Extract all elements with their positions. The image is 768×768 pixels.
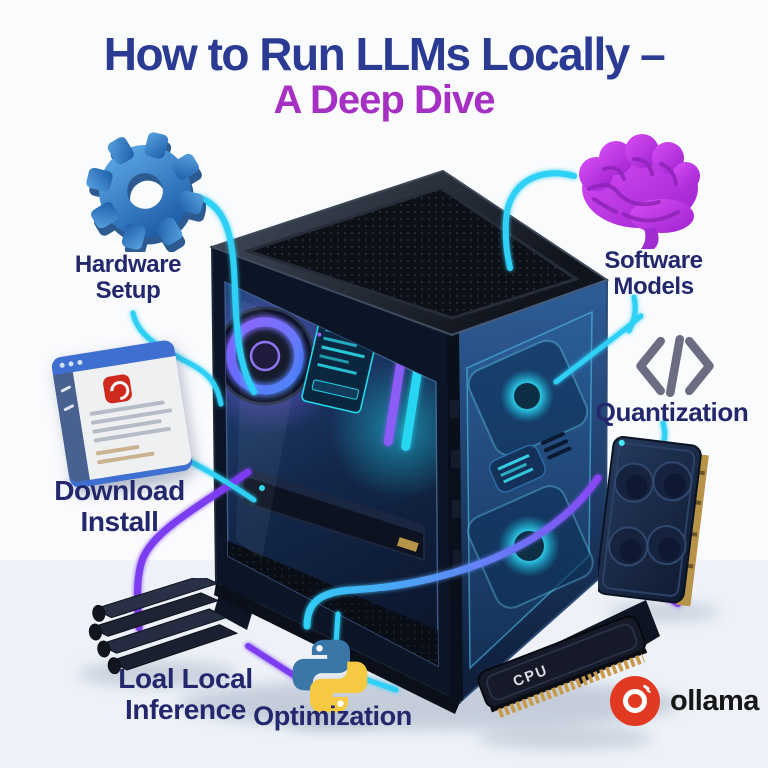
label-line: Optimization <box>253 701 412 731</box>
title-line-2: A Deep Dive <box>273 78 496 123</box>
ollama-ring <box>623 689 647 713</box>
brain-icon <box>579 134 700 249</box>
label-line: Setup <box>95 277 161 305</box>
label-download-install: Download Install <box>22 475 217 538</box>
gear-icon <box>86 132 206 252</box>
label-software-models: Software Models <box>566 247 741 301</box>
label-line: Inference <box>125 693 246 725</box>
label-local-inference: Loal Local Inference <box>78 663 293 726</box>
window-dot <box>77 359 83 366</box>
browser-page <box>72 355 193 480</box>
python-logo-icon <box>292 639 368 713</box>
label-hardware-setup: Hardware Setup <box>28 251 228 305</box>
ollama-wordmark: ollama <box>670 684 759 717</box>
page-title: How to Run LLMs Locally – A Deep Dive <box>0 28 768 123</box>
case-glass-panel <box>210 245 462 704</box>
check-icon <box>59 385 71 393</box>
gpu-card-icon <box>598 436 709 607</box>
label-line: Software <box>604 247 703 274</box>
title-line-1: How to Run LLMs Locally – <box>103 28 666 80</box>
label-line: Download <box>54 475 185 506</box>
label-line: Loal Local <box>118 663 253 694</box>
case-front-panel <box>211 246 660 714</box>
label-line: Quantization <box>595 397 749 427</box>
window-dot <box>68 360 74 367</box>
code-brackets-icon <box>636 334 714 398</box>
label-optimization: Optimization <box>240 701 425 732</box>
case-top-panel <box>208 169 610 337</box>
label-line: Models <box>613 273 694 301</box>
label-line: Install <box>80 505 159 537</box>
check-icon <box>62 403 74 412</box>
ollama-spark <box>645 688 652 694</box>
heatsink-icon <box>88 578 239 675</box>
label-line: Hardware <box>74 251 182 278</box>
ollama-logo: ollama <box>610 676 759 726</box>
ollama-logo-icon <box>610 676 660 726</box>
ram-stick-icon: CPU <box>477 615 648 719</box>
browser-download-icon <box>50 339 194 489</box>
window-dot <box>59 362 65 369</box>
app-install-icon <box>102 373 134 405</box>
label-quantization: Quantization <box>578 398 766 427</box>
